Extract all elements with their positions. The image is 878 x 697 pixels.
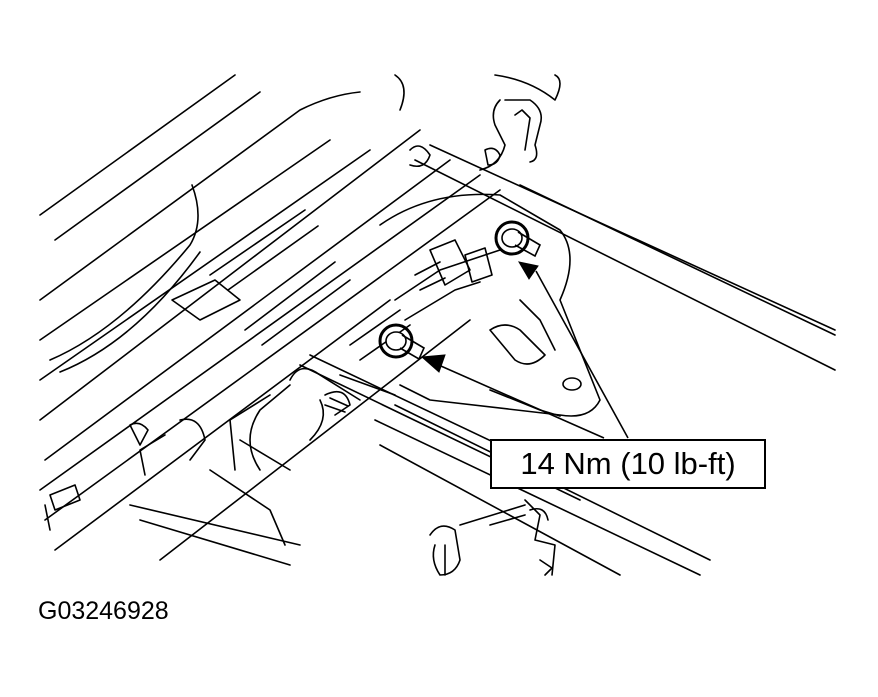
- seat-back-outline: [394, 74, 561, 171]
- callout-leader-lines: [424, 270, 629, 439]
- track-mechanism-plate: [339, 193, 601, 417]
- arrowhead-lower: [420, 354, 446, 373]
- torque-callout-box: 14 Nm (10 lb-ft): [490, 439, 766, 489]
- arrowhead-upper: [517, 261, 539, 280]
- lower-left-details: [44, 422, 149, 531]
- torque-spec-label: 14 Nm (10 lb-ft): [520, 446, 736, 481]
- bolt-upper: [494, 220, 542, 258]
- seat-tube-front: [129, 367, 361, 566]
- seat-rail-right: [299, 144, 836, 576]
- bolt-lower: [378, 323, 426, 361]
- lower-bracket: [429, 499, 556, 576]
- figure-id-label: G03246928: [38, 597, 169, 625]
- seat-cushion-lines: [39, 74, 501, 561]
